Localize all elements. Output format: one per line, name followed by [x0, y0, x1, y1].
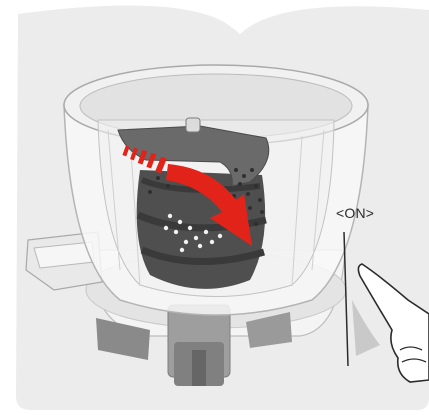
switch-on-label: <ON>	[336, 205, 374, 221]
